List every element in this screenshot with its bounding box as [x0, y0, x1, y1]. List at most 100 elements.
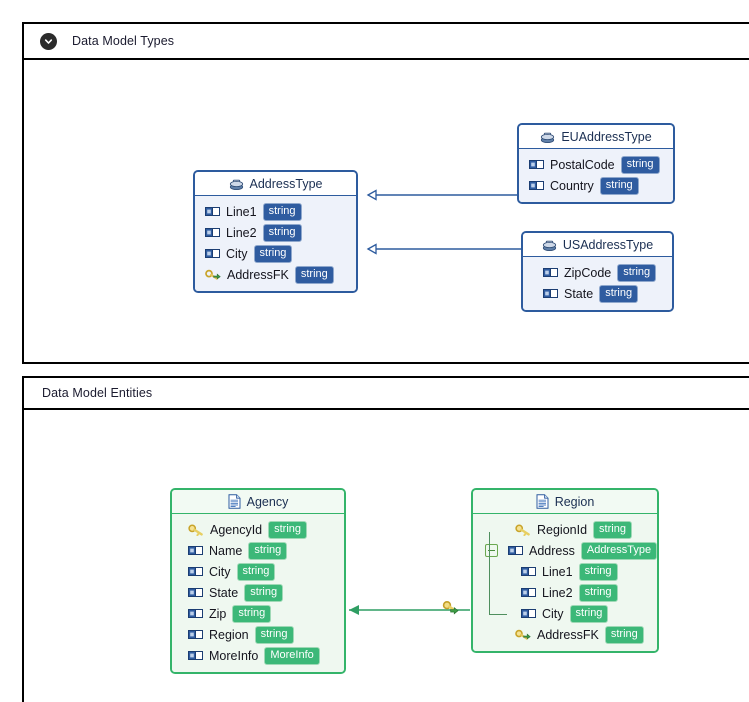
field-name: Zip	[209, 606, 227, 621]
field-type-badge: string	[244, 583, 284, 602]
tree-guide-line	[489, 532, 490, 615]
field-row[interactable]: MoreInfo MoreInfo	[188, 645, 334, 666]
field-type-badge: string	[599, 176, 639, 195]
field-row[interactable]: ZipCode string	[533, 262, 662, 283]
element-icon	[188, 587, 203, 598]
field-type-badge: string	[578, 562, 618, 581]
field-type-badge: string	[262, 223, 302, 242]
field-row[interactable]: State string	[188, 582, 334, 603]
field-row[interactable]: Line2 string	[479, 582, 647, 603]
field-name: ZipCode	[564, 265, 612, 280]
element-icon	[521, 608, 536, 619]
node-header-eu-address-type: EUAddressType	[519, 125, 673, 149]
field-row[interactable]: State string	[533, 283, 662, 304]
node-title-eu-address-type: EUAddressType	[561, 129, 652, 144]
node-header-agency: Agency	[172, 490, 344, 514]
field-row[interactable]: Country string	[529, 175, 663, 196]
node-agency[interactable]: Agency AgencyId string	[170, 488, 346, 674]
field-name: City	[542, 606, 564, 621]
element-icon	[543, 267, 558, 278]
element-icon	[205, 227, 220, 238]
node-title-address-type: AddressType	[249, 176, 323, 191]
primary-key-icon	[515, 524, 531, 536]
field-type-badge: string	[294, 265, 334, 284]
field-row[interactable]: Region string	[188, 624, 334, 645]
element-icon	[543, 288, 558, 299]
element-icon	[188, 545, 203, 556]
field-name: AddressFK	[537, 627, 599, 642]
field-name: City	[209, 564, 231, 579]
field-name: Line2	[226, 225, 257, 240]
node-body-region: RegionId string Address	[473, 514, 657, 651]
field-type-badge: string	[232, 604, 272, 623]
node-us-address-type[interactable]: USAddressType ZipCode string	[521, 231, 674, 312]
field-row[interactable]: Line1 string	[205, 201, 346, 222]
field-name: State	[209, 585, 239, 600]
node-title-us-address-type: USAddressType	[562, 237, 654, 252]
field-row[interactable]: AddressFK string	[205, 264, 346, 285]
panel-data-model-types: Data Model Types	[22, 22, 749, 364]
field-type-badge: string	[253, 244, 293, 263]
collapse-expander-toggle[interactable]	[485, 544, 498, 557]
field-name: AgencyId	[210, 522, 263, 537]
element-icon	[188, 650, 203, 661]
element-icon	[521, 587, 536, 598]
field-name: Line2	[542, 585, 573, 600]
node-header-address-type: AddressType	[195, 172, 356, 196]
panel-body-data-model-types: AddressType Line1 string	[24, 60, 749, 364]
foreign-key-icon	[515, 629, 531, 641]
field-row[interactable]: City string	[479, 603, 647, 624]
field-row[interactable]: AgencyId string	[188, 519, 334, 540]
field-name: MoreInfo	[209, 648, 259, 663]
node-address-type[interactable]: AddressType Line1 string	[193, 170, 358, 293]
field-name: Line1	[542, 564, 573, 579]
node-eu-address-type[interactable]: EUAddressType PostalCode string	[517, 123, 675, 204]
panel-data-model-entities: Data Model Entities	[22, 376, 749, 702]
field-name: AddressFK	[227, 267, 289, 282]
node-body-agency: AgencyId string Name string	[172, 514, 344, 672]
element-icon	[508, 545, 523, 556]
field-row[interactable]: RegionId string	[479, 519, 647, 540]
field-type-badge: string	[254, 625, 294, 644]
complex-type-icon	[542, 238, 557, 252]
panel-title-data-model-entities: Data Model Entities	[42, 386, 153, 400]
field-row[interactable]: Line1 string	[479, 561, 647, 582]
element-icon	[188, 566, 203, 577]
field-row[interactable]: City string	[188, 561, 334, 582]
field-type-badge: string	[593, 520, 632, 539]
field-name: State	[564, 286, 594, 301]
node-header-region: Region	[473, 490, 657, 514]
tree-guide-elbow	[489, 614, 507, 615]
panel-header-data-model-entities[interactable]: Data Model Entities	[24, 378, 749, 410]
node-region[interactable]: Region RegionId string	[471, 488, 659, 653]
chevron-down-icon[interactable]	[40, 32, 57, 50]
node-body-address-type: Line1 string Line2 string	[195, 196, 356, 291]
element-icon	[529, 159, 544, 170]
field-row[interactable]: Zip string	[188, 603, 334, 624]
element-icon	[205, 248, 220, 259]
element-icon	[521, 566, 536, 577]
field-row[interactable]: PostalCode string	[529, 154, 663, 175]
field-name: Region	[209, 627, 249, 642]
field-type-badge: string	[248, 541, 288, 560]
field-row[interactable]: City string	[205, 243, 346, 264]
element-icon	[188, 608, 203, 619]
field-name: City	[226, 246, 248, 261]
panel-header-data-model-types[interactable]: Data Model Types	[24, 24, 749, 60]
field-row[interactable]: Address AddressType	[479, 540, 657, 561]
field-type-badge: string	[599, 284, 639, 303]
field-type-badge: string	[569, 604, 609, 623]
field-row[interactable]: Name string	[188, 540, 334, 561]
field-type-badge: string	[236, 562, 276, 581]
connector-foreign-key-badge	[441, 600, 461, 617]
field-row[interactable]: Line2 string	[205, 222, 346, 243]
field-type-badge: string	[617, 263, 657, 282]
entity-icon	[536, 494, 549, 509]
node-header-us-address-type: USAddressType	[523, 233, 672, 257]
field-row[interactable]: AddressFK string	[479, 624, 647, 645]
element-icon	[188, 629, 203, 640]
field-type-badge: MoreInfo	[264, 646, 320, 665]
element-icon	[205, 206, 220, 217]
field-name: Line1	[226, 204, 257, 219]
